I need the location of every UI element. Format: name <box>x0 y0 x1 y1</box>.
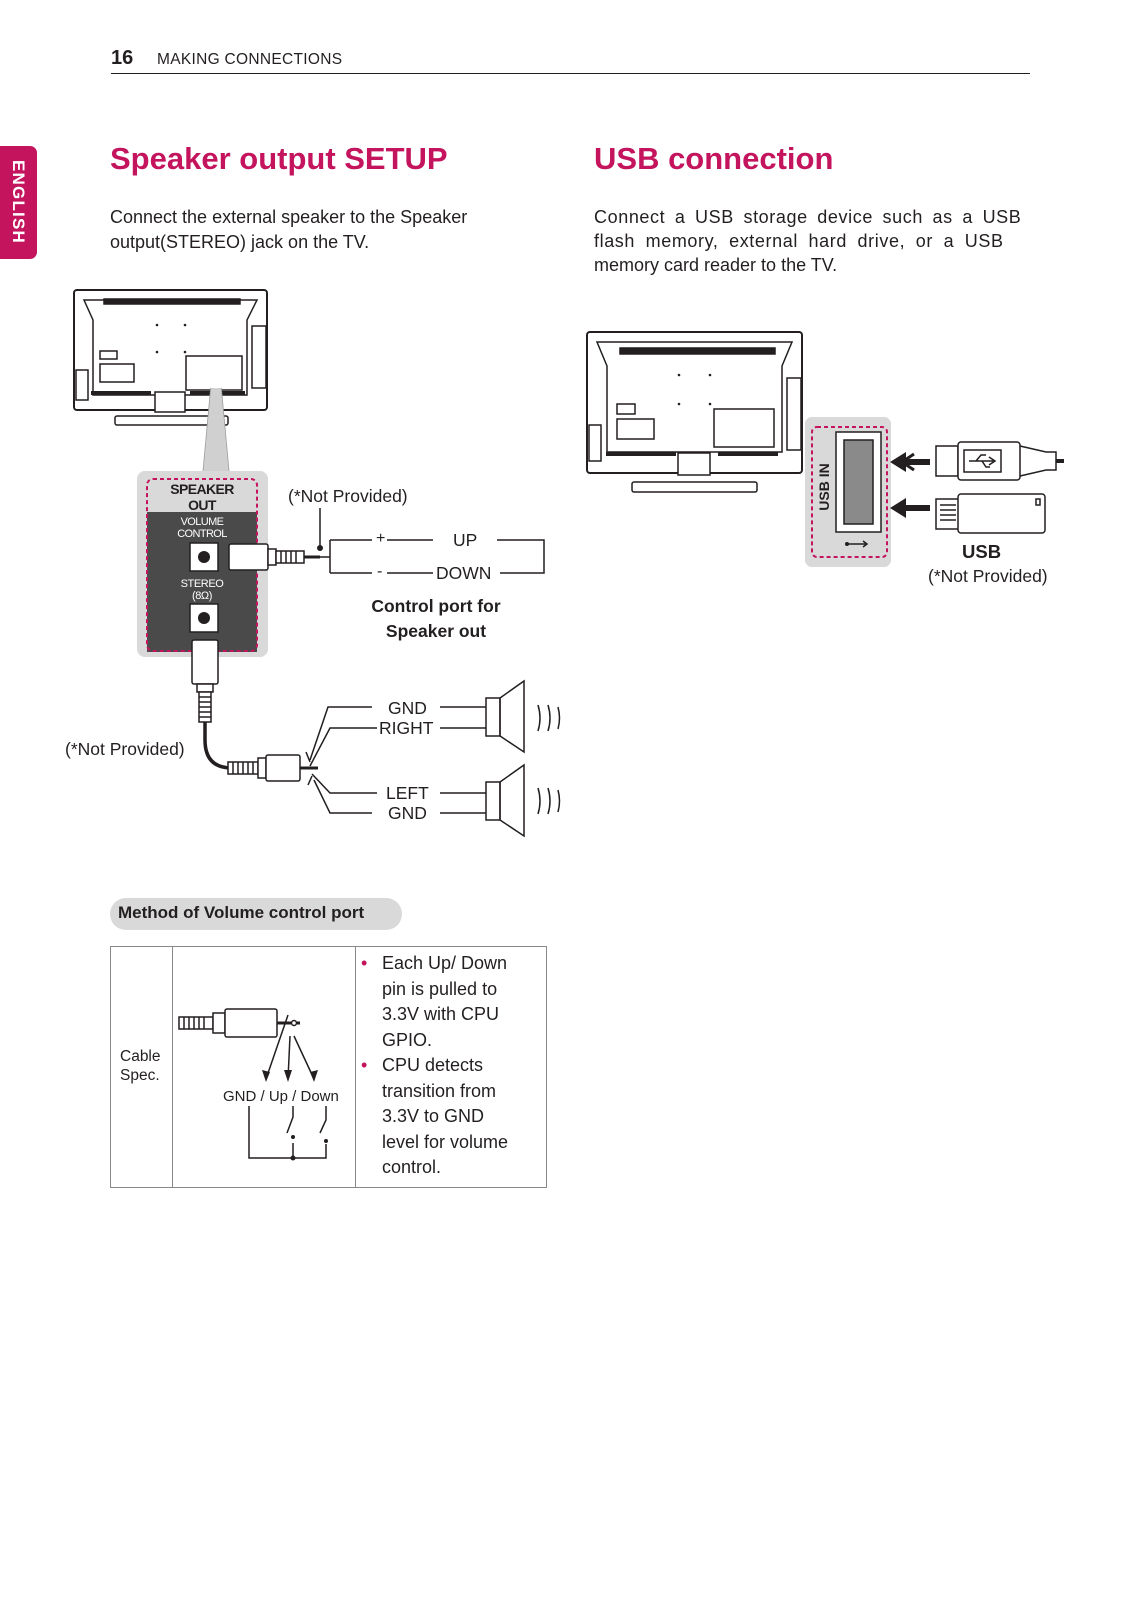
diagram-cell: GND / Up / Down <box>172 946 356 1188</box>
page-number: 16 <box>111 47 134 69</box>
bullet-1-line: pin is pulled to <box>382 978 498 999</box>
usb-arrows <box>890 452 930 518</box>
speaker-intro-line2: output(STEREO) jack on the TV. <box>110 232 370 252</box>
section-title: MAKING CONNECTIONS <box>157 51 343 68</box>
bullet-2-line: CPU detects <box>382 1055 484 1075</box>
stereo-label-1: STEREO <box>180 578 224 590</box>
usb-intro-line3: memory card reader to the TV. <box>594 255 838 275</box>
gnd-label-left: GND <box>388 803 427 823</box>
not-provided-stereo: (*Not Provided) <box>65 739 185 759</box>
usb-flash-drive-icon <box>935 493 1046 534</box>
bullet-1-line: GPIO. <box>382 1029 433 1050</box>
volume-control-label: VOLUME CONTROL <box>148 516 256 540</box>
right-label: RIGHT <box>379 718 434 738</box>
minus-sign: - <box>377 563 383 580</box>
method-heading: Method of Volume control port <box>118 903 365 922</box>
down-label: DOWN <box>436 563 492 583</box>
stereo-label-2: (8Ω) <box>191 590 213 602</box>
control-port-caption-1: Control port for <box>371 596 501 616</box>
bullet-2-line: level for volume <box>382 1131 509 1152</box>
bullet-1-text: Each Up/ Down pin is pulled to 3.3V with… <box>382 951 507 1053</box>
usb-intro-line2: flash memory, external hard drive, or a … <box>594 231 1004 251</box>
bullet-2-line: transition from <box>382 1080 497 1101</box>
description-cell: • Each Up/ Down pin is pulled to 3.3V wi… <box>355 946 547 1188</box>
bullet-item-2: • CPU detects transition from 3.3V to GN… <box>361 1053 546 1181</box>
usb-not-provided: (*Not Provided) <box>928 566 1048 586</box>
bullet-1-line: Each Up/ Down <box>382 953 508 973</box>
method-heading-pill <box>110 898 402 930</box>
control-port-caption-2: Speaker out <box>385 621 487 641</box>
pins-label: GND / Up / Down <box>223 1088 339 1105</box>
header-rule <box>111 73 1030 74</box>
usb-in-label: USB IN <box>816 463 832 511</box>
bullet-2-line: control. <box>382 1157 442 1177</box>
stereo-plug <box>191 639 486 814</box>
speaker-out-label: SPEAKER OUT <box>148 481 256 513</box>
speaker-left-icon <box>485 763 561 838</box>
volume-control-label-2: CONTROL <box>177 528 227 540</box>
bullet-1-line: 3.3V with CPU <box>382 1004 500 1024</box>
bullet-item-1: • Each Up/ Down pin is pulled to 3.3V wi… <box>361 951 546 1053</box>
bullet-list: • Each Up/ Down pin is pulled to 3.3V wi… <box>361 951 546 1181</box>
bullet-2-line: 3.3V to GND <box>382 1106 485 1126</box>
cable-spec-label-1: Cable <box>120 1048 161 1065</box>
speaker-right-icon <box>485 679 561 754</box>
not-provided-volume: (*Not Provided) <box>288 486 408 506</box>
usb-plug-icon <box>935 441 1064 481</box>
up-label: UP <box>453 530 478 550</box>
usb-label: USB <box>962 541 1002 562</box>
left-label: LEFT <box>386 783 429 803</box>
speaker-out-panel <box>137 471 268 657</box>
speaker-out-label-2: OUT <box>188 497 216 513</box>
speaker-out-label-1: SPEAKER <box>170 481 234 497</box>
cable-spec-label-2: Spec. <box>120 1067 160 1084</box>
bullet-1-marker: • <box>361 953 368 973</box>
plus-sign: + <box>376 530 386 547</box>
cable-spec-cell: Cable Spec. <box>110 946 173 1188</box>
language-tab <box>0 146 37 259</box>
stereo-label: STEREO (8Ω) <box>148 578 256 602</box>
bullet-2-text: CPU detects transition from 3.3V to GND … <box>382 1053 508 1181</box>
usb-title: USB connection <box>594 141 834 176</box>
speaker-title: Speaker output SETUP <box>110 141 448 176</box>
volume-control-table: Cable Spec. GND / Up / Down • Each Up/ D… <box>110 946 547 1188</box>
cable-spec-label: Cable Spec. <box>120 1047 172 1085</box>
tv-back-left <box>73 289 268 426</box>
speaker-intro-line1: Connect the external speaker to the Spea… <box>110 207 468 227</box>
volume-control-plug <box>228 508 545 574</box>
usb-intro-line1: Connect a USB storage device such as a U… <box>594 207 1022 227</box>
tv-back-right <box>586 331 803 493</box>
usb-in-panel <box>805 417 891 567</box>
gnd-label-right: GND <box>388 698 427 718</box>
volume-control-label-1: VOLUME <box>180 516 224 528</box>
bullet-2-marker: • <box>361 1055 368 1075</box>
